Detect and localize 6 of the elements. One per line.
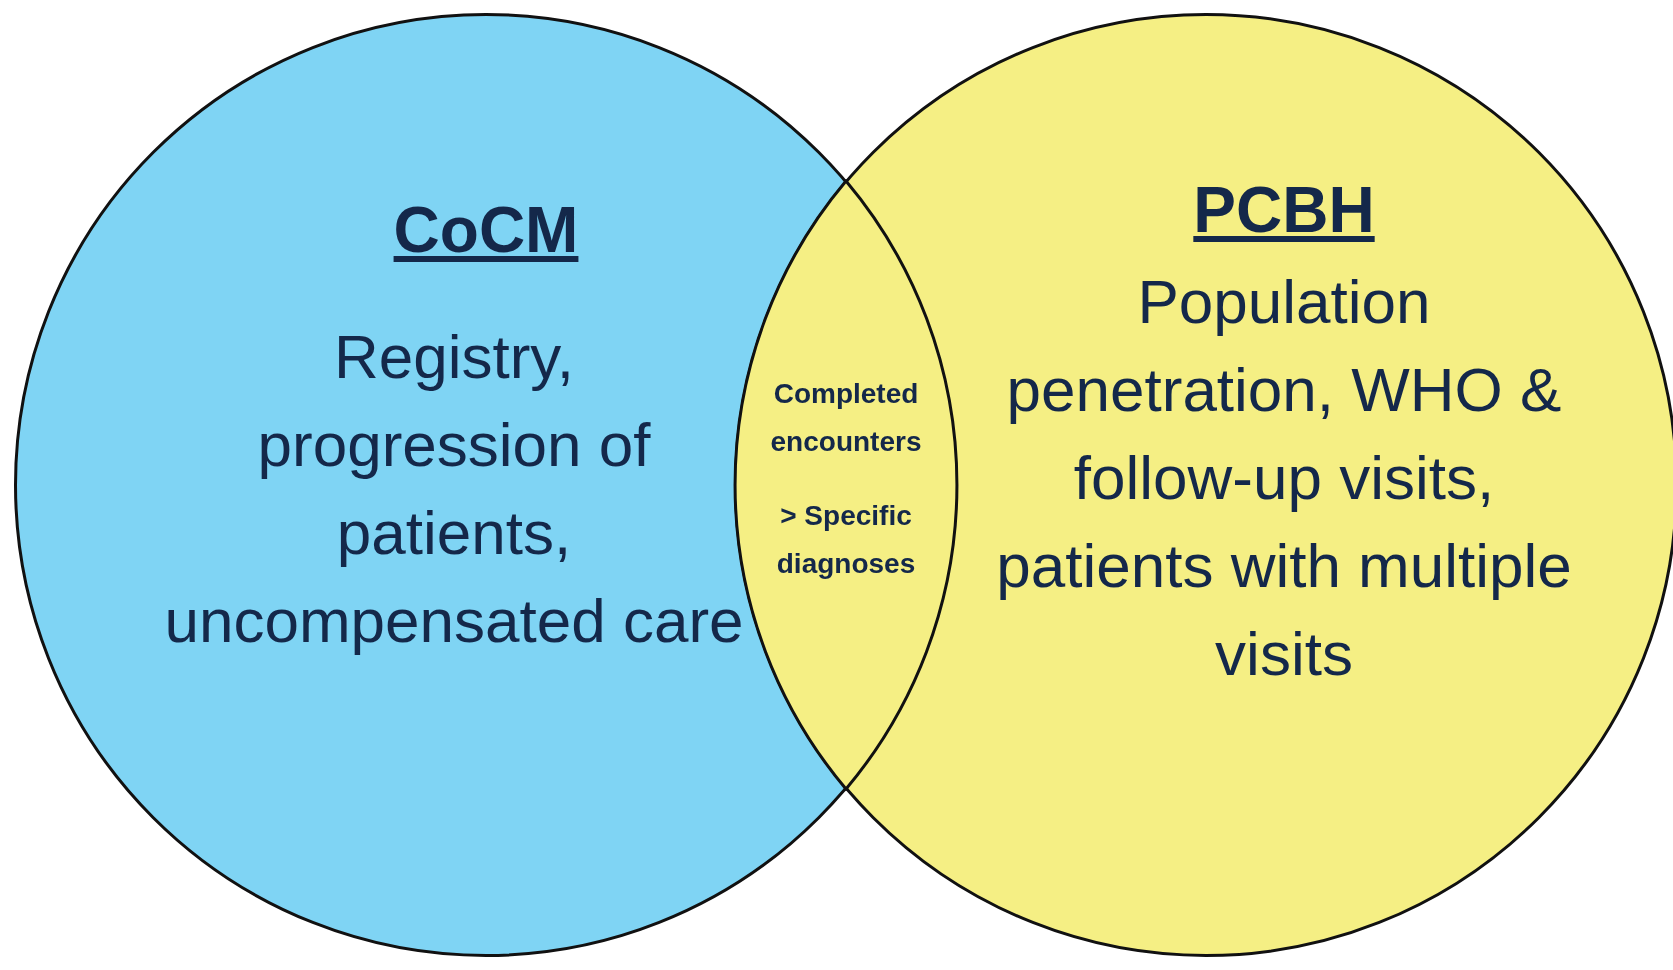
circle-heading: CoCM (392, 193, 580, 267)
circle-text: Population penetration, WHO & follow-up visits, patients with multiple visits (995, 266, 1573, 690)
circle-text: Registry, progression of patients, uncompensated care (164, 321, 744, 657)
overlap-text: > Specific diagnoses (775, 499, 917, 581)
overlap-text: Completed encounters (769, 377, 923, 459)
circle-heading: PCBH (1192, 173, 1376, 247)
